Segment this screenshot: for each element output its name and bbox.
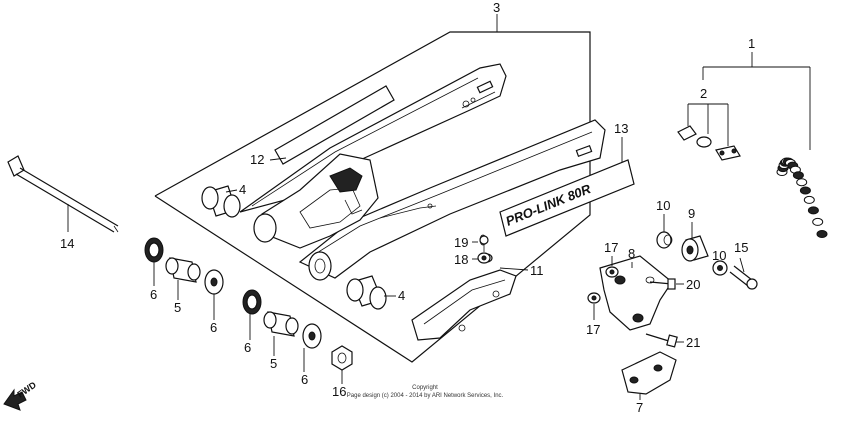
chain-link	[816, 230, 828, 238]
callout-5-upper: 5	[174, 300, 181, 315]
callout-21: 21	[686, 335, 700, 350]
callout-8: 8	[628, 246, 635, 261]
callout-2: 2	[700, 86, 707, 101]
swingarm-decal-strip	[274, 85, 395, 165]
callout-6-b: 6	[210, 320, 217, 335]
screw-19	[479, 235, 489, 252]
collar-10-left	[656, 231, 673, 249]
chain-link	[807, 206, 819, 215]
callout-6-a: 6	[150, 287, 157, 302]
forward-direction-indicator: FWD	[3, 379, 38, 411]
callout-11: 11	[530, 263, 544, 278]
callout-5-lower: 5	[270, 356, 277, 371]
callout-leaders	[67, 137, 745, 400]
chain-guide	[411, 234, 517, 341]
roller-9	[681, 235, 709, 262]
callout-10-left: 10	[656, 198, 670, 213]
callout-6-d: 6	[301, 372, 308, 387]
chain-group-bracket	[702, 52, 811, 150]
collar-10-right	[712, 260, 728, 276]
callout-15: 15	[734, 240, 748, 255]
nut-17-lower	[587, 292, 601, 304]
copyright-notice: Copyright Page design (c) 2004 - 2014 by…	[347, 385, 504, 399]
callout-7: 7	[636, 400, 643, 415]
collar-set-upper	[144, 237, 224, 295]
callout-9: 9	[688, 206, 695, 221]
callout-1: 1	[748, 36, 755, 51]
chain-joint-parts	[677, 103, 741, 161]
callout-19: 19	[454, 235, 468, 250]
pivot-bushing-upper	[201, 185, 241, 218]
collar-set-lower	[242, 289, 322, 349]
bracket-bolt-20	[649, 278, 676, 290]
bracket-bolt-21	[645, 333, 678, 348]
torque-link-bracket	[599, 255, 673, 331]
chain-link	[792, 171, 804, 180]
callout-13: 13	[614, 121, 628, 136]
callout-labels: 1 2 3 4 4 5 5 6 6 6 6 7 8 9 10 10 11 12 …	[60, 0, 755, 415]
pivot-bushing-lower	[346, 275, 387, 310]
fwd-label: FWD	[15, 379, 38, 399]
callout-14: 14	[60, 236, 74, 251]
callout-12: 12	[250, 152, 264, 167]
chain-link	[812, 217, 824, 226]
chain-link	[796, 178, 808, 187]
bolt-15	[729, 265, 758, 290]
swingarm	[239, 63, 606, 281]
callout-20: 20	[686, 277, 700, 292]
copyright-line-1: Copyright	[412, 385, 438, 391]
callout-17-lower: 17	[586, 322, 600, 337]
chain-link	[803, 195, 815, 204]
callout-10-right: 10	[712, 248, 726, 263]
callout-4-upper: 4	[239, 182, 246, 197]
copyright-line-2: Page design (c) 2004 - 2014 by ARI Netwo…	[347, 393, 504, 399]
drive-chain	[776, 157, 828, 238]
callout-17-upper: 17	[604, 240, 618, 255]
pivot-bolt	[7, 155, 119, 233]
fwd-arrow-icon	[3, 388, 27, 411]
nut-17-upper	[605, 266, 619, 278]
washer-18	[477, 252, 491, 264]
callout-4-lower: 4	[398, 288, 405, 303]
pivot-nut	[331, 345, 353, 371]
callout-18: 18	[454, 252, 468, 267]
callout-6-c: 6	[244, 340, 251, 355]
callout-3: 3	[493, 0, 500, 15]
callout-16: 16	[332, 384, 346, 399]
lower-link-bracket	[621, 351, 677, 395]
chain-link	[799, 186, 811, 195]
